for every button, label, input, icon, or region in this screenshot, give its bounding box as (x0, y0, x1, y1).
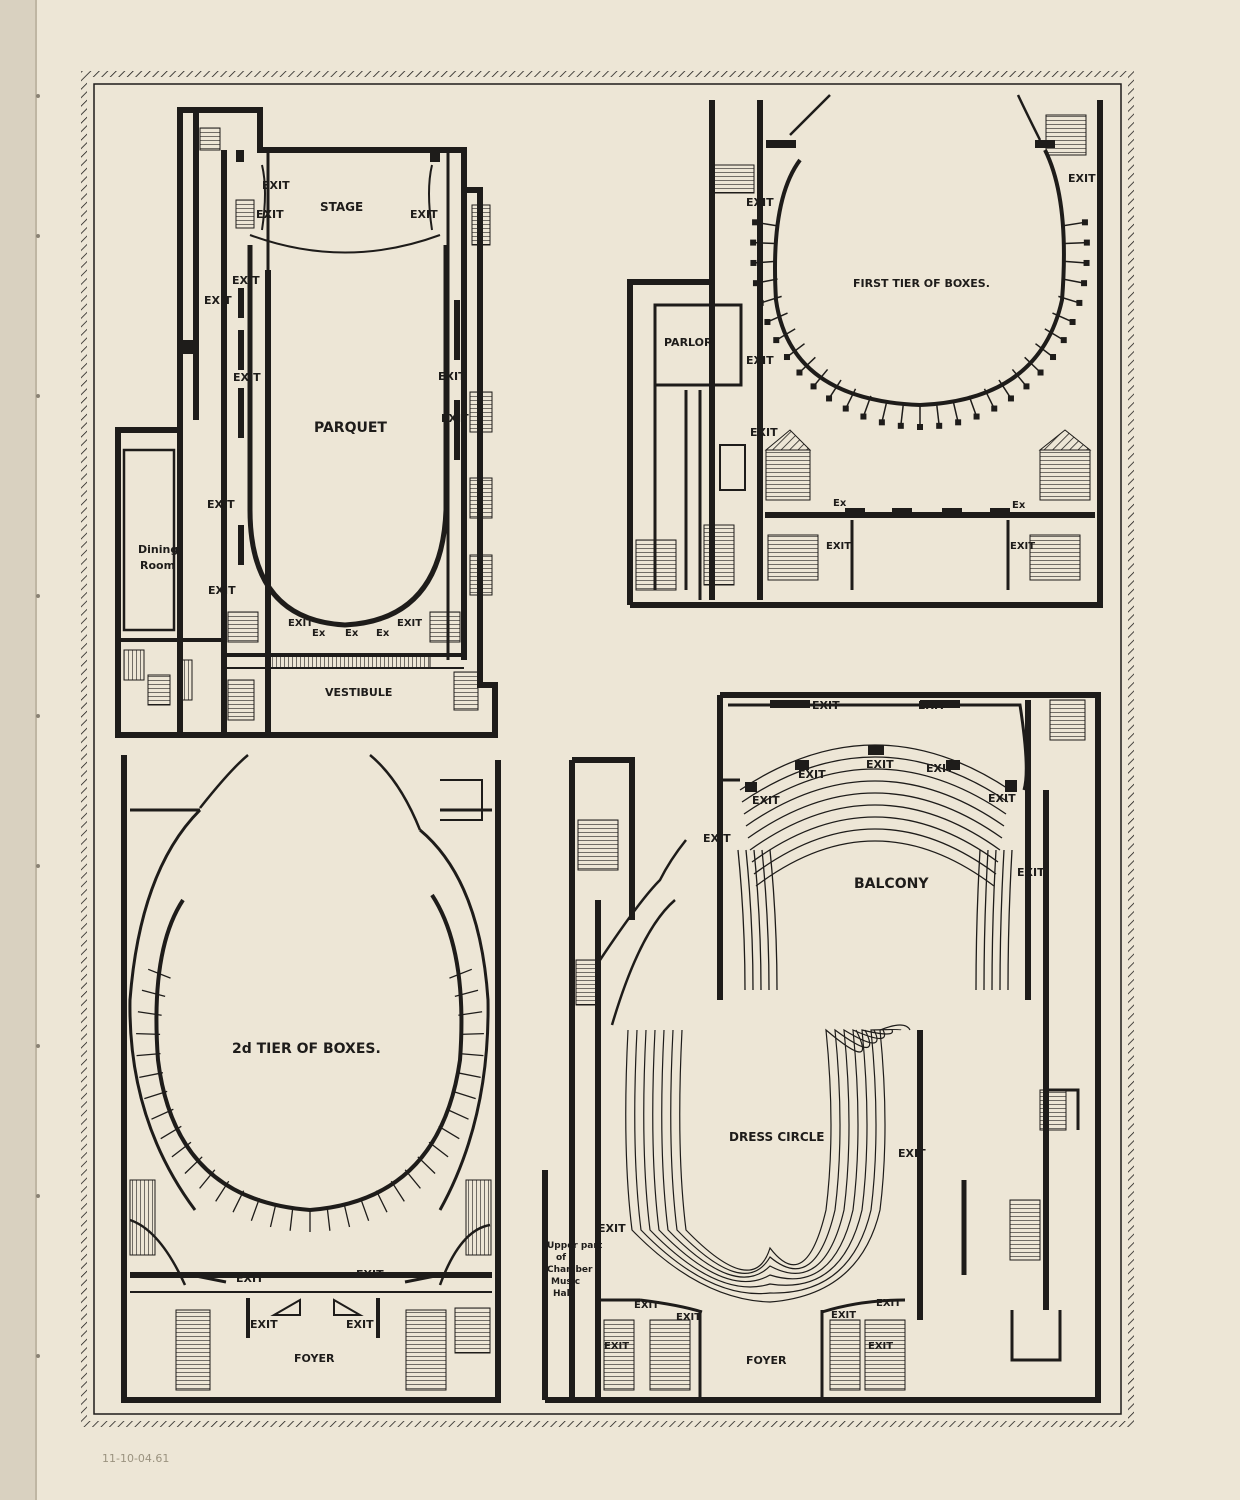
exit-label: EXIT (410, 208, 438, 221)
exit-label: EXIT (250, 1318, 278, 1331)
foyer-label: FOYER (294, 1352, 335, 1365)
exit-label: EXIT (1010, 541, 1035, 552)
exit-label: EXIT (288, 618, 313, 629)
ex-label: Ex (376, 628, 390, 639)
parquet-floor-plan: EXIT EXIT EXIT EXIT EXIT EXIT EXIT EXIT … (115, 107, 498, 738)
exit-label: EXIT (634, 1300, 659, 1311)
exit-label: EXIT (346, 1318, 374, 1331)
ex-label: Ex (1012, 500, 1026, 511)
page-border (81, 71, 1134, 1427)
exit-label: EXIT (356, 1268, 384, 1281)
ex-label: Ex (833, 498, 847, 509)
exit-label: EXIT (876, 1298, 901, 1309)
exit-label: EXIT (604, 1341, 629, 1352)
exit-label: EXIT (988, 792, 1016, 805)
exit-label: EXIT (798, 768, 826, 781)
chamber-hall-label: of (556, 1253, 566, 1263)
first-tier-floor-plan: EXIT EXIT EXIT EXIT EXIT EXIT Ex Ex FIRS… (627, 94, 1103, 608)
staple-holes (36, 94, 40, 1358)
exit-label: EXIT (703, 832, 731, 845)
vestibule-label: VESTIBULE (325, 686, 392, 699)
second-tier-partitions (136, 968, 484, 1232)
chamber-hall-label: Upper part (547, 1241, 603, 1251)
exit-label: EXIT (236, 1272, 264, 1285)
exit-label: EXIT (438, 370, 466, 383)
dining-room-label: Room (140, 559, 175, 572)
exit-label: EXIT (868, 1341, 893, 1352)
balcony-rows (737, 744, 1013, 991)
balcony-label: BALCONY (854, 876, 929, 892)
ex-label: Ex (312, 628, 326, 639)
balcony-floor-plan: EXIT EXIT EXIT EXIT EXIT EXIT EXIT EXIT … (542, 692, 1101, 1403)
stage-label: STAGE (320, 200, 363, 214)
exit-label: EXIT (441, 412, 469, 425)
exit-label: EXIT (208, 584, 236, 597)
parquet-label: PARQUET (314, 420, 387, 436)
exit-label: EXIT (752, 794, 780, 807)
exit-label: EXIT (866, 758, 894, 771)
exit-label: EXIT (812, 699, 840, 712)
exit-label: EXIT (598, 1222, 626, 1235)
second-tier-floor-plan: 2d TIER OF BOXES. EXIT EXIT EXIT EXIT FO… (121, 754, 501, 1403)
exit-label: EXIT (233, 371, 261, 384)
chamber-hall-label: Hall (553, 1289, 573, 1299)
exit-label: EXIT (256, 208, 284, 221)
exit-label: EXIT (826, 541, 851, 552)
second-tier-title: 2d TIER OF BOXES. (232, 1041, 381, 1057)
dress-circle-label: DRESS CIRCLE (729, 1130, 824, 1144)
foyer-label: FOYER (746, 1354, 787, 1367)
exit-label: EXIT (232, 274, 260, 287)
parlor-label: PARLOR (664, 336, 713, 349)
exit-label: EXIT (898, 1147, 926, 1160)
chamber-hall-label: Music (551, 1277, 580, 1287)
exit-label: EXIT (918, 699, 946, 712)
box-partitions (750, 219, 1090, 430)
exit-label: EXIT (926, 762, 954, 775)
ex-label: Ex (345, 628, 359, 639)
chamber-hall-label: Chamber (547, 1265, 593, 1275)
exit-label: EXIT (1068, 172, 1096, 185)
dress-circle-rows (625, 1024, 911, 1303)
exit-label: EXIT (397, 618, 422, 629)
exit-label: EXIT (207, 498, 235, 511)
exit-label: EXIT (750, 426, 778, 439)
exit-label: EXIT (1017, 866, 1045, 879)
archive-pencil-note: 11-10-04.61 (102, 1452, 169, 1465)
exit-label: EXIT (676, 1312, 701, 1323)
dining-room-label: Dining (138, 543, 178, 556)
binding-edge (0, 0, 36, 1500)
exit-label: EXIT (831, 1310, 856, 1321)
exit-label: EXIT (262, 179, 290, 192)
exit-label: EXIT (204, 294, 232, 307)
exit-label: EXIT (746, 354, 774, 367)
first-tier-title: FIRST TIER OF BOXES. (853, 277, 990, 290)
exit-label: EXIT (746, 196, 774, 209)
